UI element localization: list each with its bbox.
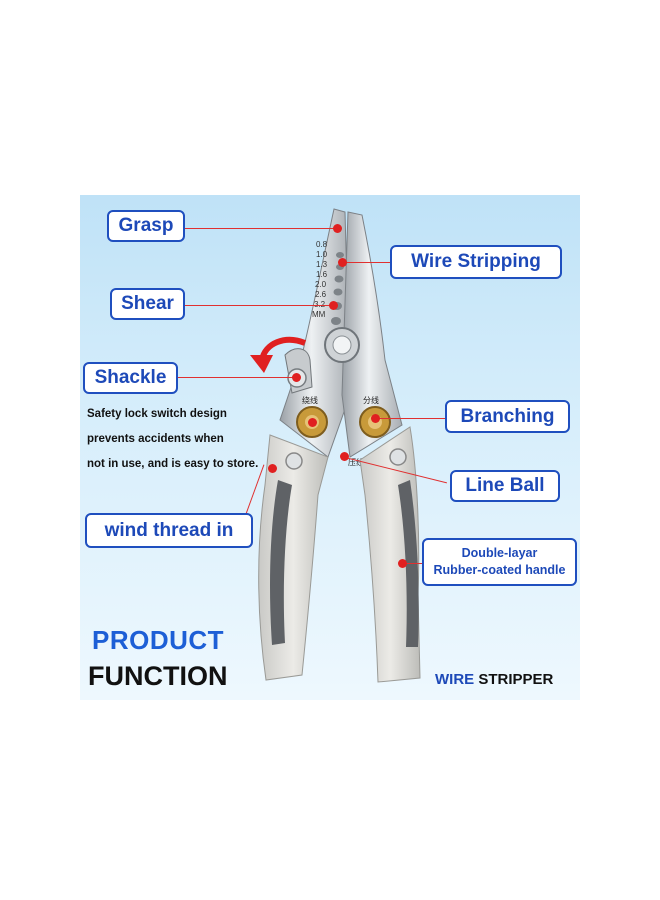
marker-dot-branching [371, 414, 380, 423]
brand-part1: WIRE [435, 671, 475, 688]
title-product: PRODUCT [92, 625, 225, 655]
left-jaw [279, 208, 351, 458]
safety-note-line1: Safety lock switch design [87, 408, 227, 420]
label-grasp: Grasp [107, 210, 185, 242]
double-layer-line2: Rubber-coated handle [433, 563, 566, 577]
label-line-ball: Line Ball [450, 470, 560, 502]
leader-double-layer [402, 563, 422, 564]
leader-grasp [184, 228, 334, 229]
safety-note-line2: prevents accidents when [87, 433, 224, 445]
safety-note-line3: not in use, and is easy to store. [87, 458, 259, 470]
gauge-mark: 1.3 [316, 260, 328, 269]
gauge-mark: MM [312, 310, 326, 319]
leader-shackle [177, 377, 295, 378]
marker-dot-shear [329, 301, 338, 310]
label-shear: Shear [110, 288, 185, 320]
label-wire-stripping: Wire Stripping [390, 245, 562, 279]
gauge-mark: 2.6 [315, 290, 327, 299]
label-shackle: Shackle [83, 362, 178, 394]
brand-part2: STRIPPER [474, 671, 554, 688]
right-jaw [341, 211, 403, 458]
blade-mark-right: 分线 [363, 395, 379, 405]
label-branching: Branching [445, 400, 570, 433]
marker-dot-wind-thread [268, 464, 277, 473]
title-function: FUNCTION [88, 661, 228, 691]
marker-dot-line-ball [340, 452, 349, 461]
blade-mark-left: 绕线 [302, 395, 318, 405]
label-double-layer-handle: Double-layar Rubber-coated handle [422, 538, 577, 586]
double-layer-line1: Double-layar [461, 546, 538, 560]
brand-wire-stripper: WIRE STRIPPER [435, 671, 553, 688]
leader-shear [184, 305, 334, 306]
leader-wire-stripping [342, 262, 392, 263]
gauge-mark: 1.6 [316, 270, 328, 279]
gauge-mark: 1.0 [316, 250, 328, 259]
product-panel: 0.8 1.0 1.3 1.6 2.0 2.6 3.2 MM 绕线 分线 压线 [80, 195, 580, 700]
marker-dot-wire-stripping [338, 258, 347, 267]
gauge-marks: 0.8 1.0 1.3 1.6 2.0 2.6 3.2 MM [312, 240, 328, 319]
blade-mark-bottom: 压线 [348, 457, 364, 467]
marker-dot-left-hole [308, 418, 317, 427]
marker-dot-grasp [333, 224, 342, 233]
marker-dot-shackle [292, 373, 301, 382]
marker-dot-double-layer [398, 559, 407, 568]
gauge-mark: 0.8 [316, 240, 328, 249]
safety-note: Safety lock switch design prevents accid… [87, 402, 287, 477]
leader-branching [375, 418, 447, 419]
left-grip-insert [270, 480, 292, 645]
gauge-mark: 3.2 [314, 300, 326, 309]
wire-stripper-illustration: 0.8 1.0 1.3 1.6 2.0 2.6 3.2 MM 绕线 分线 压线 [250, 208, 421, 683]
gauge-mark: 2.0 [315, 280, 327, 289]
label-wind-thread-in: wind thread in [85, 513, 253, 548]
